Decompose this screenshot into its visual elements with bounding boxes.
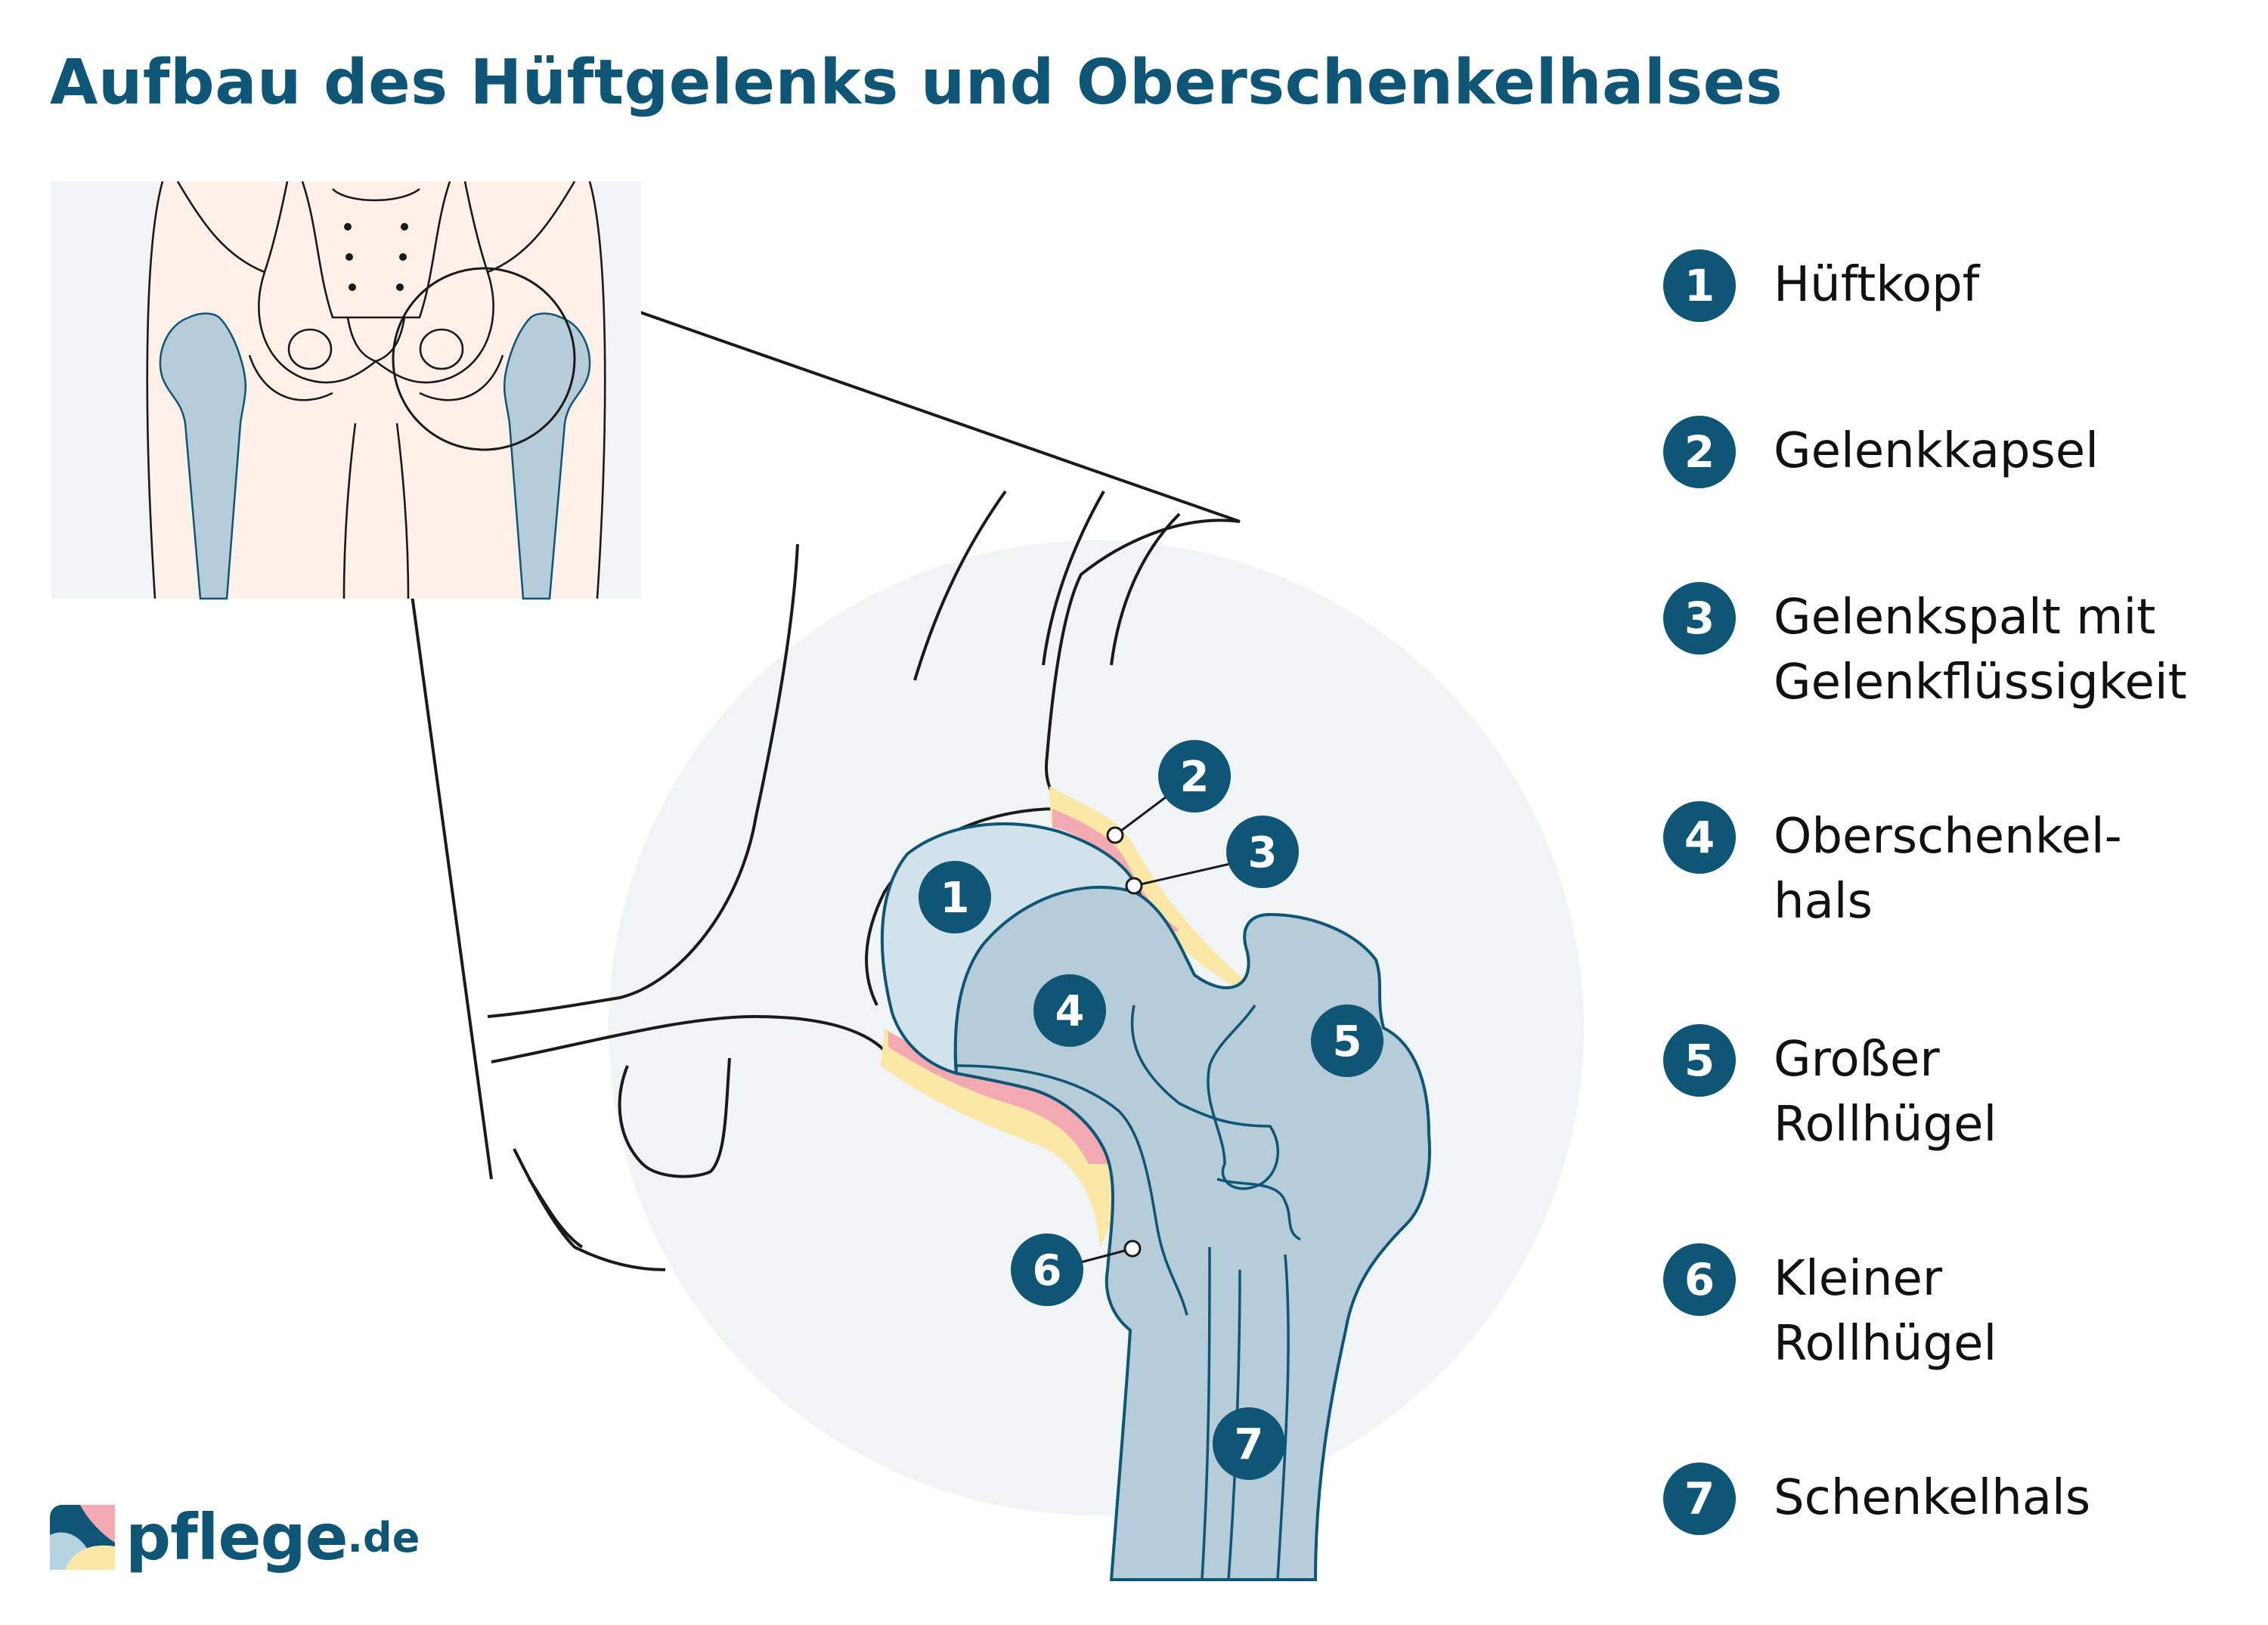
diagram-badge-3-text: 3 — [1248, 828, 1278, 878]
logo-tld: .de — [347, 1513, 420, 1562]
legend-label: Oberschenkel- hals — [1774, 809, 2122, 930]
femur-zoom — [953, 885, 1431, 1581]
diagram-badge-7: 7 — [1213, 1407, 1285, 1480]
diagram-badge-2: 2 — [1158, 740, 1231, 812]
legend-item-2: 2 Gelenkkapsel — [1663, 416, 2099, 488]
legend-item-3: 3 Gelenkspalt mit Gelenkflüssigkeit — [1663, 582, 2187, 715]
legend-label: Gelenkkapsel — [1774, 423, 2099, 479]
diagram-badge-4-text: 4 — [1055, 987, 1085, 1036]
legend-item-5: 5 Großer Rollhügel — [1663, 1024, 1997, 1157]
legend-badge: 4 — [1663, 801, 1736, 874]
diagram-badge-2-text: 2 — [1180, 753, 1210, 802]
diagram-badge-1-text: 1 — [940, 874, 970, 923]
magnifier-circle — [392, 267, 576, 451]
legend-label: Schenkelhals — [1774, 1470, 2091, 1526]
diagram-badge-5-text: 5 — [1333, 1017, 1362, 1066]
legend-item-1: 1 Hüftkopf — [1663, 249, 1979, 322]
legend-badge: 3 — [1663, 582, 1736, 655]
diagram-badge-4: 4 — [1033, 974, 1106, 1047]
joint-capsule-lower — [881, 1028, 1119, 1247]
legend-badge: 1 — [1663, 249, 1736, 322]
diagram-badge-1: 1 — [919, 861, 991, 933]
pointer-dots — [1106, 826, 1143, 1258]
logo-mark-icon — [50, 1505, 115, 1570]
legend-badge: 6 — [1663, 1243, 1736, 1316]
pelvis-overview — [51, 181, 641, 600]
diagram-badge-5: 5 — [1311, 1004, 1383, 1077]
diagram-badge-3: 3 — [1226, 816, 1299, 888]
femur-right — [503, 312, 591, 600]
legend-item-6: 6 Kleiner Rollhügel — [1663, 1243, 1997, 1376]
femur-internal-lines — [956, 1004, 1301, 1580]
brand-logo: pflege .de — [50, 1500, 420, 1574]
legend-badge: 7 — [1663, 1462, 1736, 1535]
page-title: Aufbau des Hüftgelenks und Oberschenkelh… — [50, 47, 1783, 119]
legend-item-7: 7 Schenkelhals — [1663, 1462, 2090, 1535]
legend-label: Großer Rollhügel — [1774, 1032, 1997, 1153]
diagram-badge-7-text: 7 — [1235, 1420, 1264, 1469]
legend-label: Kleiner Rollhügel — [1774, 1251, 1997, 1372]
legend-badge: 2 — [1663, 416, 1736, 488]
diagram-badge-6: 6 — [1011, 1233, 1083, 1306]
diagram-badge-6-text: 6 — [1033, 1246, 1062, 1295]
legend-label: Gelenkspalt mit Gelenkflüssigkeit — [1774, 590, 2187, 710]
legend-badge: 5 — [1663, 1024, 1736, 1097]
femur-left — [159, 312, 247, 600]
legend-item-4: 4 Oberschenkel- hals — [1663, 801, 2122, 934]
legend-label: Hüftkopf — [1774, 257, 1980, 313]
logo-text: pflege — [125, 1500, 349, 1574]
